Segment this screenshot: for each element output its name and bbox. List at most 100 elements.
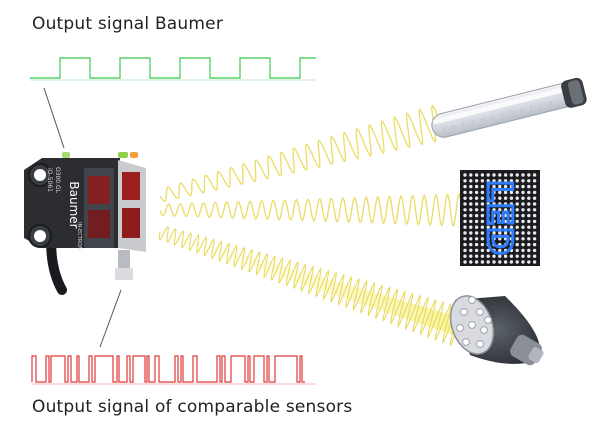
matrix-dot [515, 225, 519, 229]
sensor-brand: Baumer [67, 181, 81, 228]
tube-segment [529, 105, 534, 112]
matrix-dot [509, 208, 514, 212]
matrix-dot [532, 237, 537, 241]
matrix-dot [480, 219, 485, 224]
matrix-dot [480, 202, 485, 206]
light-waves [158, 104, 467, 347]
matrix-dot [503, 202, 508, 206]
matrix-dot [469, 179, 473, 183]
matrix-dot [486, 213, 490, 218]
matrix-dot [521, 190, 525, 195]
matrix-dot [527, 260, 531, 264]
matrix-dot [474, 237, 479, 241]
matrix-dot [521, 219, 525, 224]
matrix-dot [515, 213, 519, 218]
matrix-dot [498, 260, 502, 264]
matrix-dot [474, 260, 479, 264]
matrix-dot [492, 248, 496, 253]
matrix-dot [486, 225, 490, 229]
matrix-dot [469, 208, 473, 212]
matrix-dot [527, 173, 531, 177]
matrix-dot [527, 219, 531, 224]
matrix-dot [521, 173, 525, 177]
matrix-dot [509, 196, 514, 200]
matrix-dot [480, 184, 485, 189]
matrix-dot [515, 184, 519, 189]
matrix-dot [509, 231, 514, 235]
matrix-dot [527, 225, 531, 229]
matrix-dot [532, 196, 537, 200]
matrix-dot [469, 196, 473, 200]
matrix-dot [486, 202, 490, 206]
led-matrix-text: LED [479, 180, 519, 256]
matrix-dot [527, 242, 531, 247]
matrix-dot [503, 184, 508, 189]
matrix-dot [509, 237, 514, 241]
matrix-dot [486, 208, 490, 212]
matrix-dot [509, 219, 514, 224]
matrix-dot [492, 231, 496, 235]
matrix-dot [498, 248, 502, 253]
matrix-dot [532, 190, 537, 195]
matrix-dot [503, 208, 508, 212]
matrix-dot [463, 190, 467, 195]
matrix-dot [532, 219, 537, 224]
matrix-dot [498, 190, 502, 195]
matrix-dot [503, 179, 508, 183]
sensor-model: O300.GL [54, 167, 61, 194]
matrix-dot [486, 219, 490, 224]
tube-segment [452, 124, 456, 132]
sensor-small-label: IN-ECTRON [76, 222, 82, 250]
matrix-dot [486, 173, 490, 177]
matrix-dot [474, 231, 479, 235]
matrix-dot [515, 202, 519, 206]
matrix-dot [521, 248, 525, 253]
lamp-led [468, 296, 476, 304]
matrix-dot [515, 254, 519, 258]
wave-to-tube [159, 104, 441, 203]
matrix-dot [469, 237, 473, 241]
matrix-dot [509, 242, 514, 247]
matrix-dot [521, 254, 525, 258]
matrix-dot [474, 196, 479, 200]
matrix-dot [474, 219, 479, 224]
matrix-dot [492, 208, 496, 212]
matrix-dot [474, 179, 479, 183]
matrix-dot [474, 213, 479, 218]
matrix-dot [509, 248, 514, 253]
matrix-dot [498, 208, 502, 212]
matrix-dot [509, 179, 514, 183]
matrix-dot [509, 173, 514, 177]
matrix-dot [515, 231, 519, 235]
matrix-dot [498, 173, 502, 177]
matrix-dot [498, 242, 502, 247]
matrix-dot [521, 231, 525, 235]
matrix-dot [521, 242, 525, 247]
tube-segment [549, 100, 553, 107]
matrix-dot [463, 208, 467, 212]
matrix-dot [463, 225, 467, 229]
matrix-dot [515, 237, 519, 241]
matrix-dot [515, 260, 519, 264]
matrix-dot [469, 202, 473, 206]
matrix-dot [503, 225, 508, 229]
matrix-dot [498, 225, 502, 229]
matrix-dot [509, 202, 514, 206]
tube-segment [539, 102, 543, 110]
sensor-code: iO-5061 [46, 168, 53, 192]
matrix-dot [469, 248, 473, 253]
matrix-dot [486, 260, 490, 264]
comparable-output-signal [31, 355, 305, 383]
matrix-dot [480, 254, 485, 258]
matrix-dot [532, 179, 537, 183]
matrix-dot [480, 208, 485, 212]
matrix-dot [515, 242, 519, 247]
matrix-dot [527, 179, 531, 183]
lamp-led [480, 326, 488, 334]
matrix-dot [486, 179, 490, 183]
matrix-dot [532, 231, 537, 235]
matrix-dot [463, 237, 467, 241]
matrix-dot [463, 242, 467, 247]
lamp-led [476, 340, 484, 348]
